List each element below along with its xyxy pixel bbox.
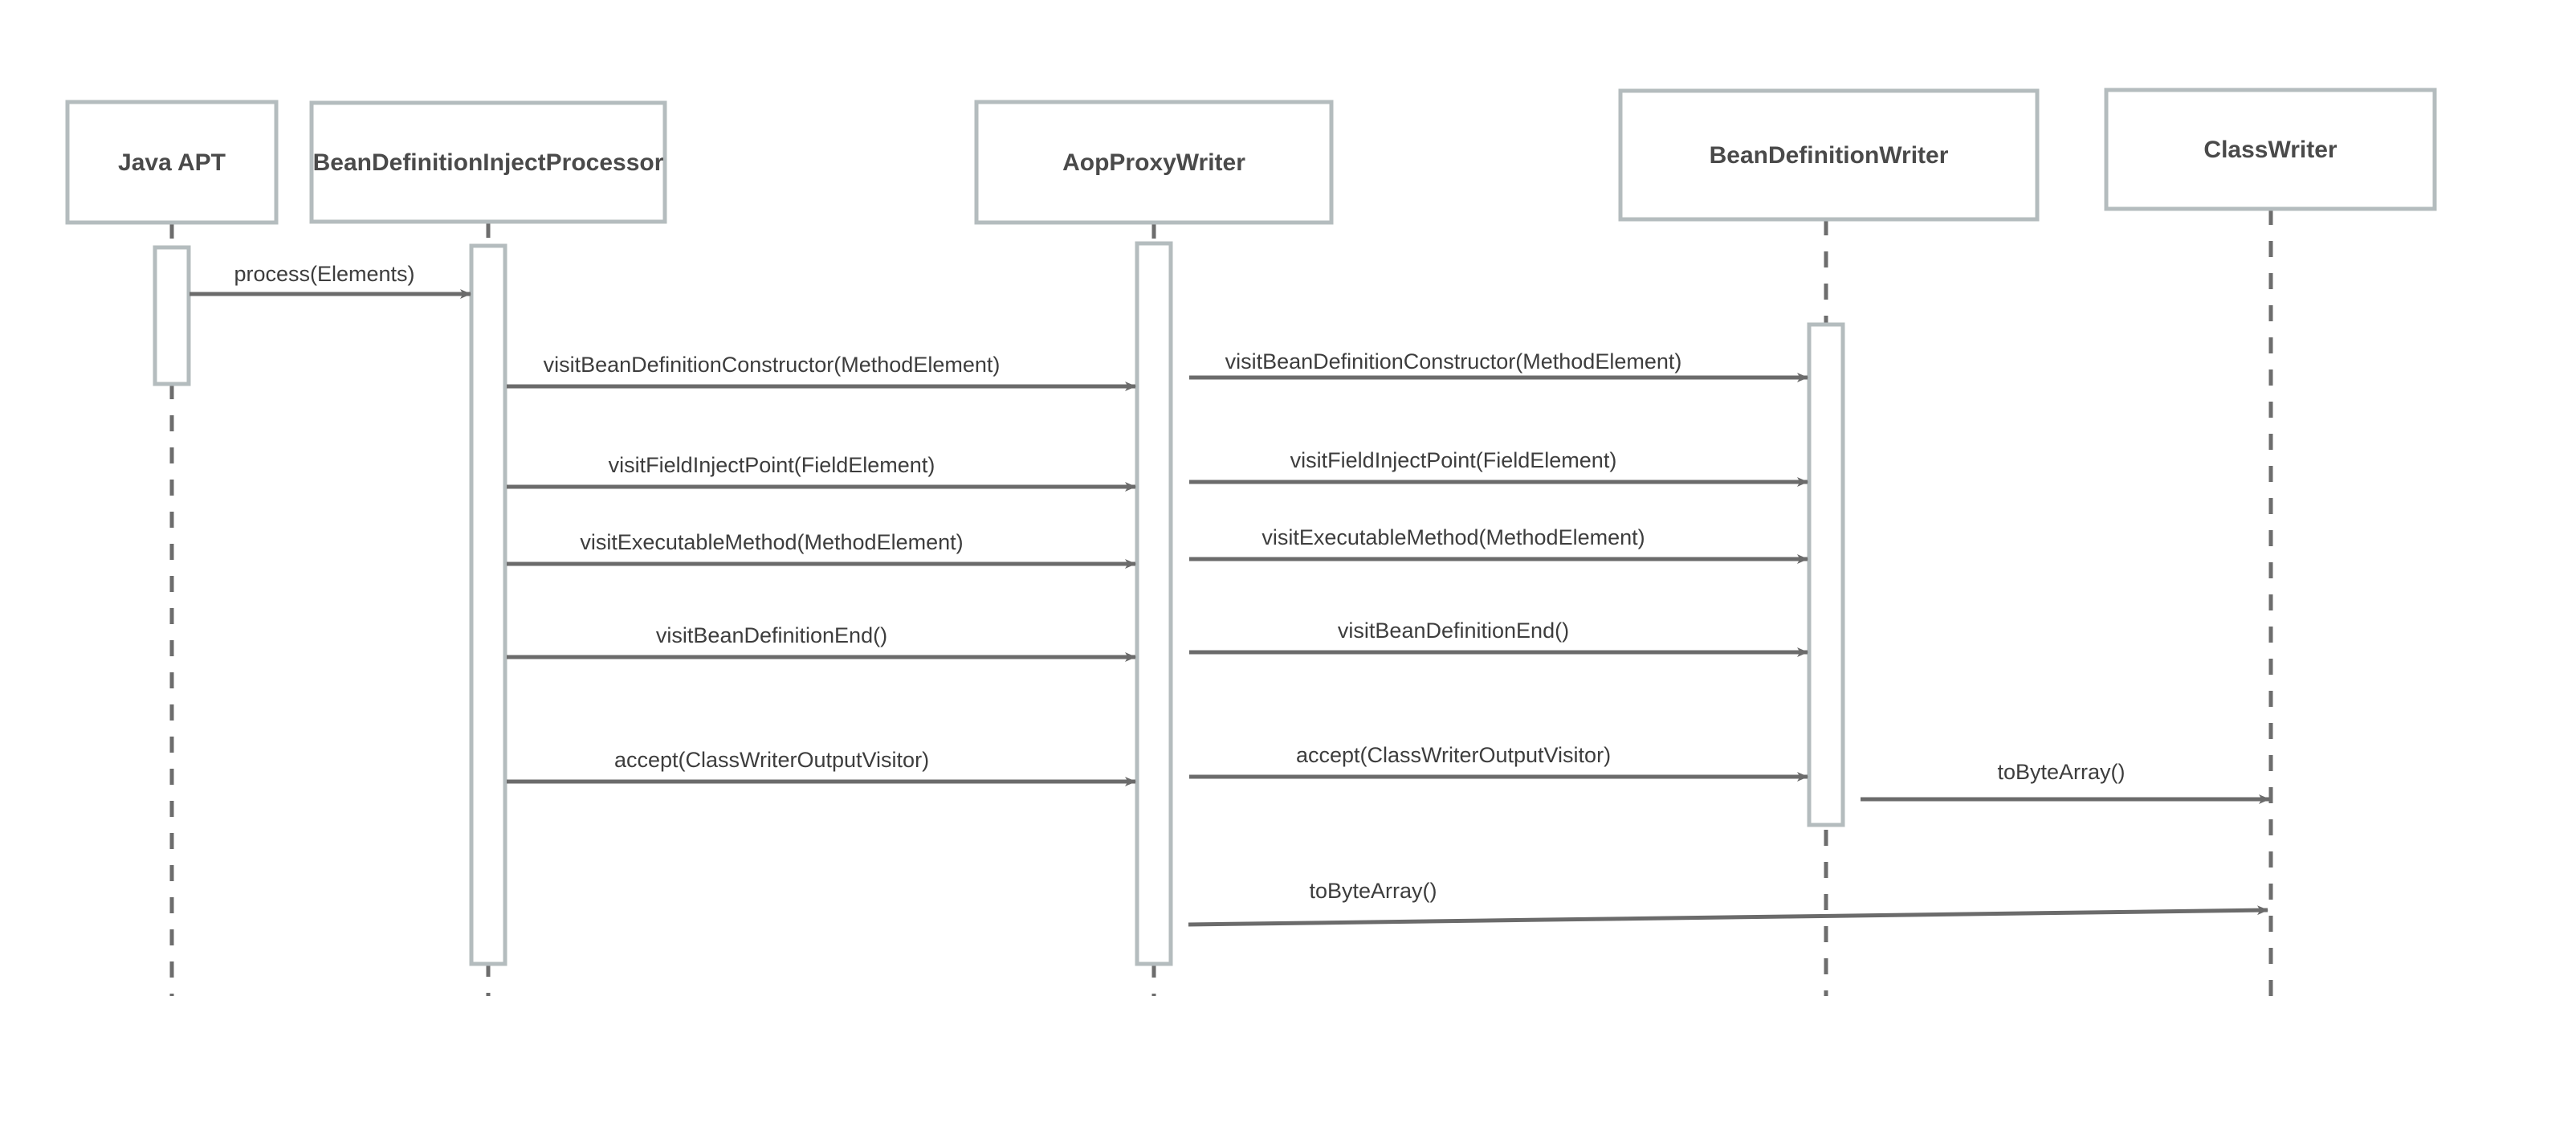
msg-visit-executable-method-1[interactable]: visitExecutableMethod(MethodElement) — [507, 530, 1136, 569]
msg-visit-bean-definition-end-1[interactable]: visitBeanDefinitionEnd() — [507, 623, 1136, 662]
msg-visit-executable-method-2-label: visitExecutableMethod(MethodElement) — [1262, 525, 1645, 549]
participant-bean-definition-writer[interactable]: BeanDefinitionWriter — [1618, 88, 2040, 222]
msg-visit-bean-definition-constructor-1[interactable]: visitBeanDefinitionConstructor(MethodEle… — [507, 353, 1136, 391]
msg-visit-field-inject-point-1-label: visitFieldInjectPoint(FieldElement) — [609, 453, 935, 477]
msg-visit-bean-definition-end-2[interactable]: visitBeanDefinitionEnd() — [1189, 618, 1808, 657]
participant-box-class-writer — [2104, 88, 2437, 211]
msg-accept-class-writer-output-visitor-1[interactable]: accept(ClassWriterOutputVisitor) — [507, 748, 1136, 786]
msg-visit-executable-method-1-label: visitExecutableMethod(MethodElement) — [580, 530, 963, 554]
participant-aop-proxy-writer[interactable]: AopProxyWriter — [974, 100, 1334, 225]
msg-accept-class-writer-output-visitor-2[interactable]: accept(ClassWriterOutputVisitor) — [1189, 743, 1808, 782]
activation-aop-proxy-writer — [1135, 241, 1173, 966]
msg-to-byte-array-2-line — [1188, 905, 2268, 927]
msg-accept-class-writer-output-visitor-2-label: accept(ClassWriterOutputVisitor) — [1296, 743, 1611, 767]
msg-visit-bean-definition-constructor-1-label: visitBeanDefinitionConstructor(MethodEle… — [544, 353, 1001, 377]
msg-visit-field-inject-point-2[interactable]: visitFieldInjectPoint(FieldElement) — [1189, 448, 1808, 487]
msg-to-byte-array-1[interactable]: toByteArray() — [1861, 760, 2270, 804]
participant-label-bean-definition-inject-processor: BeanDefinitionInjectProcessor — [313, 149, 664, 176]
participant-class-writer[interactable]: ClassWriter — [2104, 88, 2437, 211]
participant-label-aop-proxy-writer: AopProxyWriter — [1062, 149, 1245, 176]
participant-label-bean-definition-writer: BeanDefinitionWriter — [1710, 142, 1949, 169]
participant-box-java-apt — [65, 100, 279, 225]
activations-layer — [153, 241, 1845, 966]
participants-layer: Java APT BeanDefinitionInjectProcessor Aop… — [65, 88, 2437, 225]
msg-accept-class-writer-output-visitor-1-label: accept(ClassWriterOutputVisitor) — [614, 748, 929, 772]
msg-visit-field-inject-point-1[interactable]: visitFieldInjectPoint(FieldElement) — [507, 453, 1136, 492]
msg-visit-bean-definition-constructor-2[interactable]: visitBeanDefinitionConstructor(MethodEle… — [1189, 349, 1808, 382]
participant-box-bean-definition-writer — [1618, 88, 2040, 222]
messages-layer: process(Elements) visitBeanDefinitionCons… — [190, 262, 2270, 927]
msg-process-elements[interactable]: process(Elements) — [190, 262, 471, 299]
msg-to-byte-array-1-label: toByteArray() — [1997, 760, 2125, 784]
participant-box-bean-definition-inject-processor — [309, 100, 667, 224]
msg-to-byte-array-2-label: toByteArray() — [1309, 879, 1437, 903]
activation-bean-definition-inject-processor — [469, 243, 507, 966]
msg-visit-field-inject-point-2-label: visitFieldInjectPoint(FieldElement) — [1290, 448, 1617, 472]
participant-bean-definition-inject-processor[interactable]: BeanDefinitionInjectProcessor — [309, 100, 667, 224]
msg-process-elements-label: process(Elements) — [234, 262, 414, 286]
participant-java-apt[interactable]: Java APT — [65, 100, 279, 225]
activation-bean-definition-writer — [1807, 322, 1845, 827]
participant-label-java-apt: Java APT — [118, 149, 226, 176]
msg-to-byte-array-2[interactable]: toByteArray() — [1188, 879, 2268, 927]
participant-label-class-writer: ClassWriter — [2203, 137, 2338, 163]
msg-visit-bean-definition-constructor-2-label: visitBeanDefinitionConstructor(MethodEle… — [1225, 349, 1682, 374]
participant-box-aop-proxy-writer — [974, 100, 1334, 225]
activation-java-apt — [153, 245, 191, 386]
msg-visit-executable-method-2[interactable]: visitExecutableMethod(MethodElement) — [1189, 525, 1808, 564]
msg-visit-bean-definition-end-2-label: visitBeanDefinitionEnd() — [1338, 618, 1569, 643]
msg-visit-bean-definition-end-1-label: visitBeanDefinitionEnd() — [656, 623, 887, 647]
